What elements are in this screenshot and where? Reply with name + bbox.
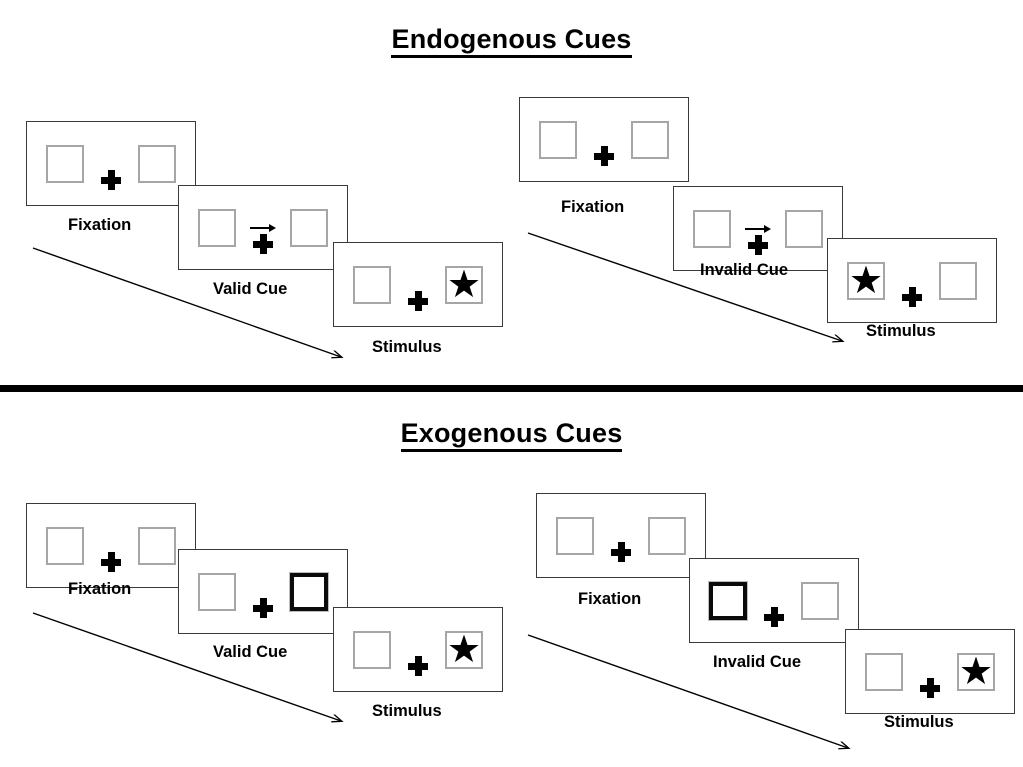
- caption-exogenous-valid-stimulus: Stimulus: [372, 702, 442, 720]
- star-icon: [961, 656, 991, 685]
- caption-endogenous-valid-cue: Valid Cue: [213, 280, 288, 298]
- panel-exogenous-valid-fixation[interactable]: [26, 503, 196, 588]
- star-icon: [851, 265, 881, 294]
- center-column: [608, 510, 634, 562]
- arrow-right-icon: [745, 224, 771, 235]
- center-column: [761, 575, 787, 627]
- box-left[interactable]: [353, 265, 391, 304]
- panel-exogenous-invalid-fixation[interactable]: [536, 493, 706, 578]
- plus-cross-icon: [253, 233, 273, 254]
- box-right[interactable]: [138, 526, 176, 565]
- box-right[interactable]: [785, 209, 823, 248]
- caption-endogenous-invalid-stimulus: Stimulus: [866, 322, 936, 340]
- center-column: [98, 520, 124, 572]
- plus-cross-icon: [408, 655, 428, 676]
- box-right[interactable]: [445, 630, 483, 669]
- center-column: [591, 114, 617, 166]
- box-left[interactable]: [539, 120, 577, 159]
- plus-cross-icon: [902, 286, 922, 307]
- panel-exogenous-valid-stimulus[interactable]: [333, 607, 503, 692]
- plus-cross-icon: [101, 551, 121, 572]
- plus-cross-icon: [594, 145, 614, 166]
- center-column: [250, 566, 276, 618]
- panel-exogenous-invalid-cue[interactable]: [689, 558, 859, 643]
- box-right[interactable]: [445, 265, 483, 304]
- panel-endogenous-invalid-fixation[interactable]: [519, 97, 689, 182]
- panel-endogenous-valid-cue[interactable]: [178, 185, 348, 270]
- plus-cross-icon: [408, 290, 428, 311]
- caption-exogenous-valid-cue: Valid Cue: [213, 643, 288, 661]
- exogenous-section-title: Exogenous Cues: [0, 418, 1023, 452]
- center-column: [899, 255, 925, 307]
- box-left[interactable]: [353, 630, 391, 669]
- endogenous-title-text: Endogenous Cues: [391, 24, 632, 58]
- caption-exogenous-invalid-cue: Invalid Cue: [713, 653, 802, 671]
- panel-endogenous-invalid-stimulus[interactable]: [827, 238, 997, 323]
- box-left[interactable]: [198, 572, 236, 611]
- panel-endogenous-valid-stimulus[interactable]: [333, 242, 503, 327]
- caption-endogenous-valid-fixation: Fixation: [68, 216, 132, 234]
- plus-cross-icon: [764, 606, 784, 627]
- exogenous-title-text: Exogenous Cues: [400, 418, 623, 452]
- center-column: [98, 138, 124, 190]
- caption-exogenous-invalid-stimulus: Stimulus: [884, 713, 954, 731]
- center-column: [745, 203, 771, 255]
- box-right[interactable]: [290, 208, 328, 247]
- star-icon: [449, 634, 479, 663]
- box-right[interactable]: [957, 652, 995, 691]
- panel-exogenous-invalid-stimulus[interactable]: [845, 629, 1015, 714]
- box-left[interactable]: [865, 652, 903, 691]
- box-left[interactable]: [556, 516, 594, 555]
- endogenous-section-title: Endogenous Cues: [0, 24, 1023, 58]
- box-right[interactable]: [138, 144, 176, 183]
- center-column: [405, 259, 431, 311]
- caption-exogenous-invalid-fixation: Fixation: [578, 590, 642, 608]
- plus-cross-icon: [920, 677, 940, 698]
- panel-exogenous-valid-cue[interactable]: [178, 549, 348, 634]
- box-left-cued[interactable]: [709, 581, 747, 620]
- plus-cross-icon: [101, 169, 121, 190]
- box-left[interactable]: [46, 526, 84, 565]
- caption-endogenous-valid-stimulus: Stimulus: [372, 338, 442, 356]
- box-left[interactable]: [693, 209, 731, 248]
- caption-endogenous-invalid-fixation: Fixation: [561, 198, 625, 216]
- plus-cross-icon: [611, 541, 631, 562]
- panel-endogenous-valid-fixation[interactable]: [26, 121, 196, 206]
- box-left[interactable]: [198, 208, 236, 247]
- box-right[interactable]: [631, 120, 669, 159]
- box-right-cued[interactable]: [290, 572, 328, 611]
- box-left[interactable]: [847, 261, 885, 300]
- box-right[interactable]: [648, 516, 686, 555]
- plus-cross-icon: [748, 234, 768, 255]
- arrow-right-icon: [250, 223, 276, 234]
- caption-endogenous-invalid-cue: Invalid Cue: [700, 261, 789, 279]
- timeline-arrow-exogenous-invalid: [527, 634, 848, 748]
- caption-exogenous-valid-fixation: Fixation: [68, 580, 132, 598]
- plus-cross-icon: [253, 597, 273, 618]
- box-left[interactable]: [46, 144, 84, 183]
- star-icon: [449, 269, 479, 298]
- center-column: [405, 624, 431, 676]
- panel-endogenous-invalid-cue[interactable]: [673, 186, 843, 271]
- box-right[interactable]: [939, 261, 977, 300]
- center-column: [917, 646, 943, 698]
- box-right[interactable]: [801, 581, 839, 620]
- center-column: [250, 202, 276, 254]
- section-divider: [0, 385, 1023, 392]
